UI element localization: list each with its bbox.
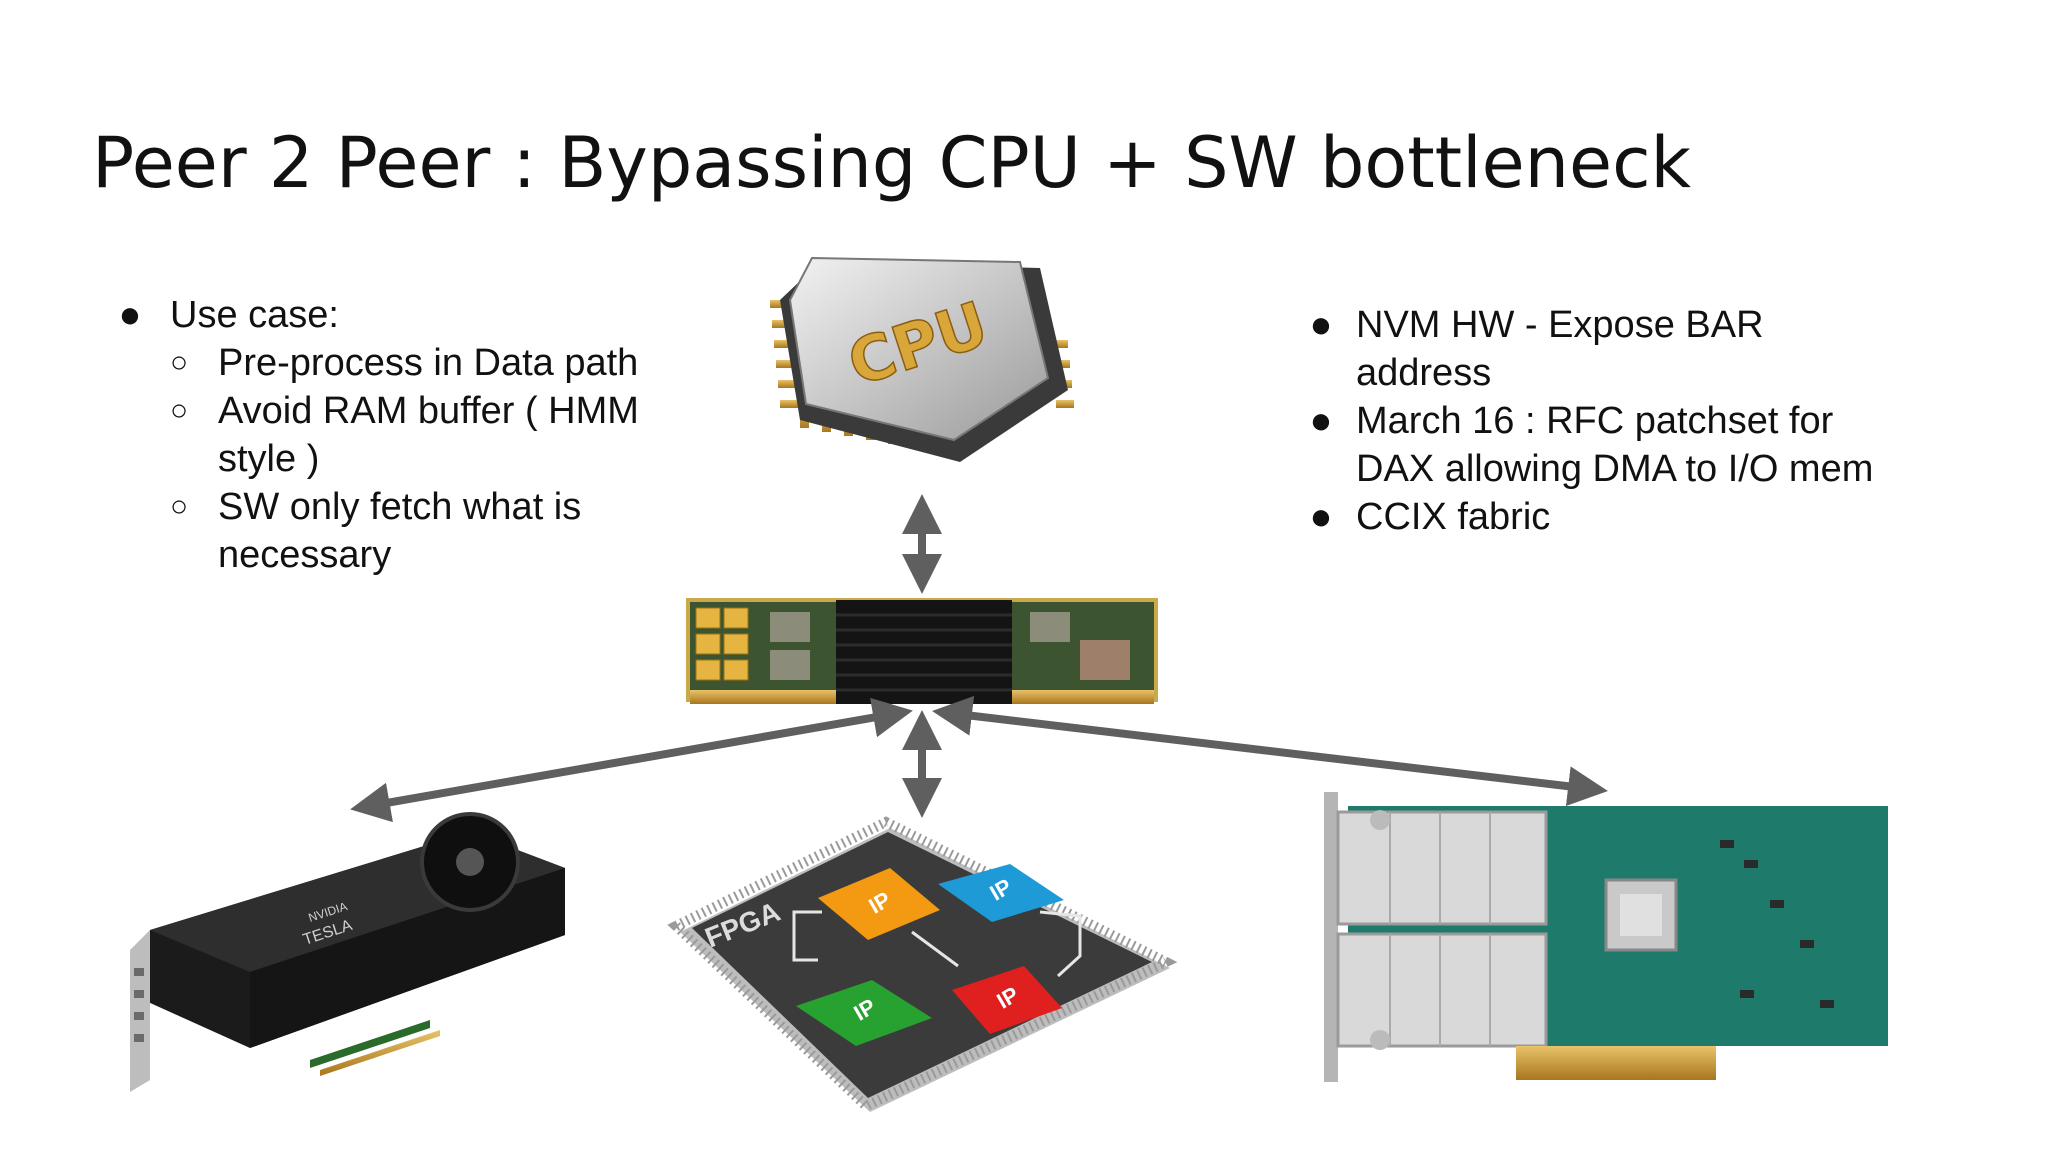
- ip-block-green: IP: [796, 980, 932, 1046]
- network-card-icon: [1324, 792, 1888, 1082]
- nvm-module-icon: [686, 598, 1158, 704]
- list-item: ● March 16 : RFC patchset for DAX allowi…: [1306, 397, 1896, 493]
- gpu-card-icon: NVIDIA TESLA: [130, 812, 565, 1092]
- sub-item-text: Avoid RAM buffer ( HMM style ): [218, 390, 639, 480]
- note-text: CCIX fabric: [1356, 496, 1551, 538]
- list-item: ● NVM HW - Expose BAR address: [1306, 301, 1896, 397]
- ip-block-orange: IP: [818, 868, 940, 940]
- bullet-icon: ●: [1309, 400, 1333, 442]
- note-text: March 16 : RFC patchset for DAX allowing…: [1356, 400, 1874, 490]
- sub-item-text: Pre-process in Data path: [218, 342, 639, 384]
- sub-list-item: ○ Pre-process in Data path: [115, 339, 675, 387]
- bullet-icon: ●: [118, 294, 142, 336]
- list-item: ● CCIX fabric: [1306, 493, 1896, 541]
- cpu-chip-icon: CPU: [770, 256, 1074, 462]
- notes-list: ● NVM HW - Expose BAR address ● March 16…: [1306, 301, 1896, 541]
- bullet-icon: ●: [1309, 304, 1333, 346]
- fpga-chip-icon: FPGA IP IP IP IP: [667, 816, 1178, 1112]
- list-item: ● Use case:: [115, 291, 675, 339]
- bullet-icon: ●: [1309, 496, 1333, 538]
- hollow-bullet-icon: ○: [169, 346, 189, 379]
- ip-block-blue: IP: [938, 864, 1064, 922]
- sub-item-text: SW only fetch what is necessary: [218, 486, 582, 576]
- slide-title: Peer 2 Peer : Bypassing CPU + SW bottlen…: [92, 122, 1692, 204]
- hollow-bullet-icon: ○: [169, 490, 189, 523]
- sub-list-item: ○ Avoid RAM buffer ( HMM style ): [115, 387, 675, 483]
- use-case-list: ● Use case: ○ Pre-process in Data path ○…: [115, 291, 675, 579]
- hollow-bullet-icon: ○: [169, 394, 189, 427]
- sub-list-item: ○ SW only fetch what is necessary: [115, 483, 675, 579]
- note-text: NVM HW - Expose BAR address: [1356, 304, 1764, 394]
- use-case-heading: Use case:: [170, 294, 339, 336]
- connection-arrows: [350, 494, 1608, 823]
- ip-block-red: IP: [952, 966, 1062, 1034]
